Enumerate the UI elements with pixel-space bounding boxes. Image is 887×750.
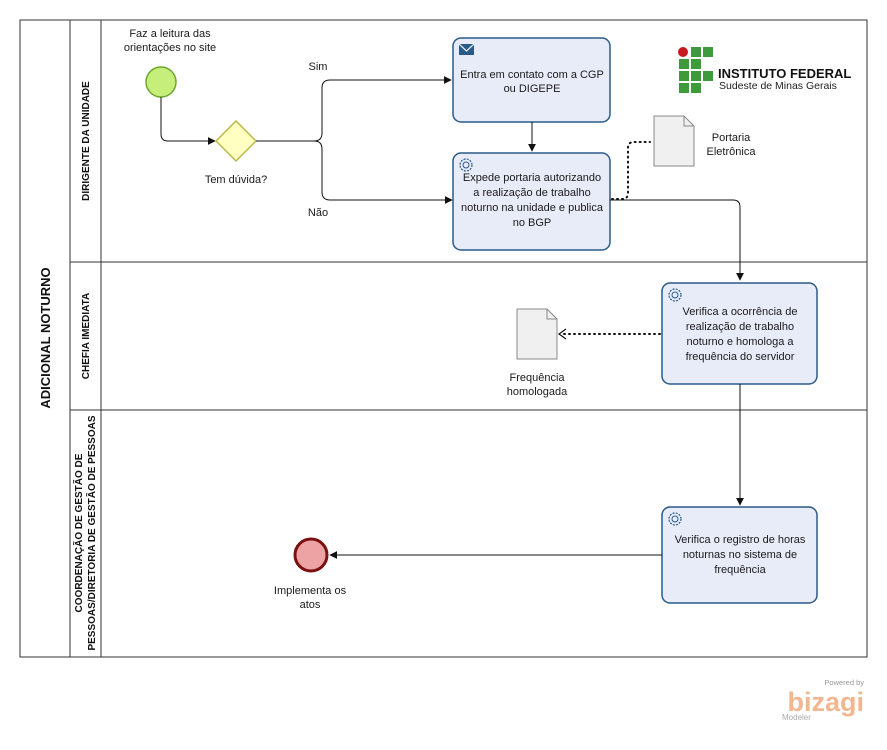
svg-text:no BGP: no BGP — [513, 217, 552, 229]
instituto-federal-logo: INSTITUTO FEDERAL Sudeste de Minas Gerai… — [678, 47, 851, 93]
flow-gateway-yes — [256, 76, 452, 142]
svg-text:noturnas no sistema de: noturnas no sistema de — [683, 549, 797, 561]
gateway-label: Tem dúvida? — [205, 174, 267, 186]
svg-text:Verifica o registro de horas: Verifica o registro de horas — [675, 534, 806, 546]
frequencia-label-1: Frequência — [509, 372, 565, 384]
end-event-label-2: atos — [300, 599, 321, 611]
gateway-tem-duvida[interactable] — [214, 119, 258, 163]
document-portaria-eletronica[interactable] — [653, 115, 695, 167]
pool-title: ADICIONAL NOTURNO — [38, 267, 53, 408]
association-portaria — [611, 141, 651, 200]
task-verifica-ocorrencia[interactable]: Verifica a ocorrência de realização de t… — [661, 282, 818, 385]
svg-text:Entra em contato com a CGP: Entra em contato com a CGP — [460, 69, 604, 81]
svg-text:Sudeste de Minas Gerais: Sudeste de Minas Gerais — [719, 80, 837, 92]
end-event[interactable] — [293, 537, 329, 573]
frequencia-label-2: homologada — [507, 386, 568, 398]
svg-text:realização de trabalho: realização de trabalho — [686, 321, 794, 333]
envelope-icon — [458, 43, 475, 55]
svg-text:ou DIGEPE: ou DIGEPE — [504, 83, 561, 95]
flow-ordinance-to-verify — [610, 199, 744, 281]
start-event-label-2: orientações no site — [124, 42, 216, 54]
svg-text:noturno e homologa a: noturno e homologa a — [686, 336, 794, 348]
bizagi-watermark: Powered by bizagi Modeler — [782, 678, 864, 722]
svg-text:Verifica a ocorrência de: Verifica a ocorrência de — [683, 306, 798, 318]
start-event[interactable] — [145, 66, 177, 98]
lane-coordenacao-title-2: PESSOAS/DIRETORIA DE GESTÃO DE PESSOAS — [85, 415, 98, 650]
svg-text:bizagi: bizagi — [787, 687, 864, 717]
svg-text:Powered by: Powered by — [824, 678, 864, 687]
task-verifica-registro[interactable]: Verifica o registro de horas noturnas no… — [661, 506, 818, 604]
svg-text:INSTITUTO FEDERAL: INSTITUTO FEDERAL — [718, 66, 851, 81]
flow-gateway-no — [313, 140, 453, 204]
gateway-yes-label: Sim — [309, 61, 328, 73]
svg-text:Modeler: Modeler — [782, 713, 811, 722]
lane-coordenacao-title-1: COORDENAÇÃO DE GESTÃO DE — [72, 453, 85, 612]
portaria-label-2: Eletrônica — [707, 146, 757, 158]
start-event-label-1: Faz a leitura das — [129, 28, 211, 40]
lane-chefia-title: CHEFIA IMEDIATA — [81, 293, 92, 379]
portaria-label-1: Portaria — [712, 132, 751, 144]
gear-icon — [668, 512, 682, 526]
svg-text:frequência do servidor: frequência do servidor — [686, 351, 795, 363]
gateway-no-label: Não — [308, 207, 328, 219]
end-event-label-1: Implementa os — [274, 585, 347, 597]
svg-text:noturno na unidade e publica: noturno na unidade e publica — [461, 202, 604, 214]
svg-text:Expede portaria autorizando: Expede portaria autorizando — [463, 172, 601, 184]
svg-text:a realização de trabalho: a realização de trabalho — [473, 187, 590, 199]
task-expede-portaria[interactable]: Expede portaria autorizando a realização… — [452, 152, 611, 251]
document-frequencia-homologada[interactable] — [516, 308, 558, 360]
svg-text:frequência: frequência — [714, 564, 766, 576]
lane-dirigente-title: DIRIGENTE DA UNIDADE — [81, 81, 92, 201]
task-entra-em-contato[interactable]: Entra em contato com a CGP ou DIGEPE — [452, 37, 611, 123]
gear-icon — [668, 288, 682, 302]
gear-icon — [459, 158, 473, 172]
flow-start-to-gateway — [160, 97, 216, 145]
